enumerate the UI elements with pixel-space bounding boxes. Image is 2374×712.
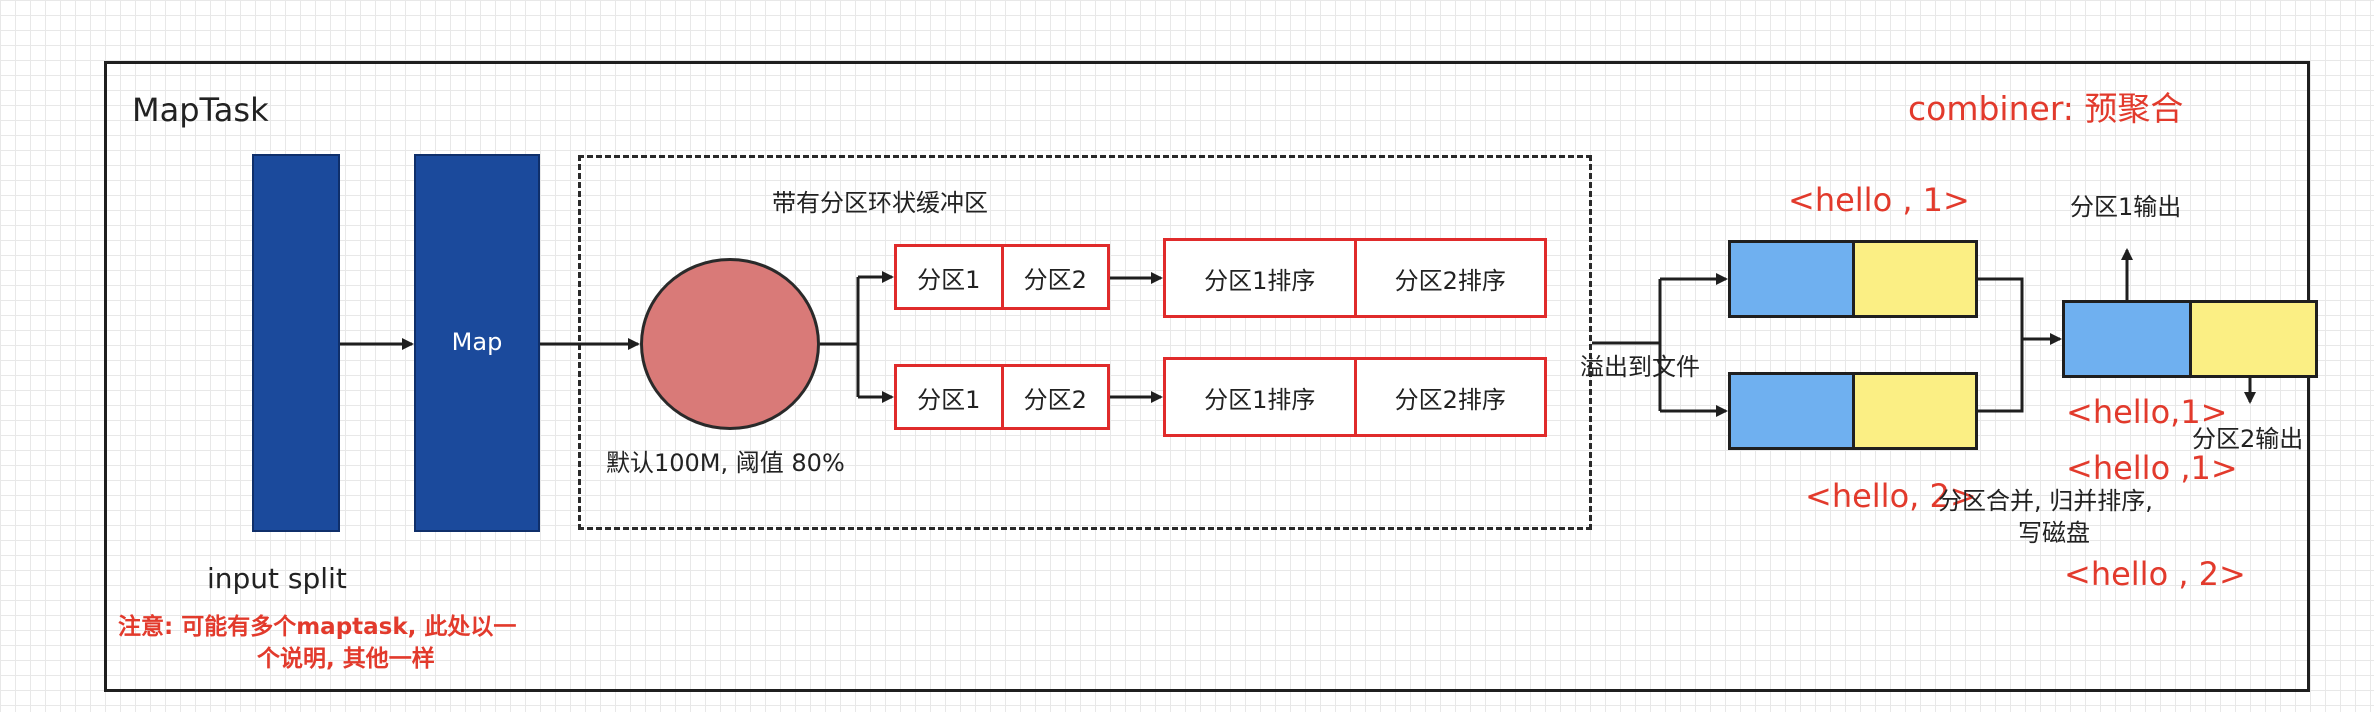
- spill-file-1-partition2: [1851, 243, 1975, 315]
- spill-file-2-partition2: [1851, 375, 1975, 447]
- merge-bracket: [1978, 277, 2024, 413]
- sorted-box-row1: 分区1排序 分区2排序: [1163, 238, 1547, 318]
- merged-output-file: [2062, 300, 2318, 378]
- partition2-sort-cell: 分区2排序: [1353, 241, 1545, 315]
- partition1-cell: 分区1: [917, 265, 981, 294]
- maptask-title: MapTask: [132, 91, 269, 129]
- partition2-cell: 分区2: [1000, 247, 1108, 307]
- hello-2-bottom: <hello, 2>: [1805, 477, 1977, 515]
- output-partition1-label: 分区1输出: [2070, 193, 2182, 221]
- spill-file-2-partition1: [1731, 375, 1852, 447]
- spill-to-file-label: 溢出到文件: [1580, 353, 1700, 381]
- spill-file-2: [1728, 372, 1978, 450]
- partition1-cell: 分区1: [917, 385, 981, 414]
- partition1-sort-cell: 分区1排序: [1204, 266, 1316, 295]
- map-label: Map: [451, 328, 503, 357]
- partition2-sort-cell: 分区2排序: [1353, 360, 1545, 434]
- ring-buffer-label: 带有分区环状缓冲区: [772, 189, 988, 217]
- hello-2-final: <hello , 2>: [2064, 555, 2246, 593]
- input-split-label: input split: [207, 562, 347, 595]
- merge-label-line1: 分区合并, 归并排序,: [1938, 487, 2153, 515]
- combiner-label: combiner: 预聚合: [1908, 89, 2184, 128]
- output-partition2-label: 分区2输出: [2192, 425, 2304, 453]
- merged-partition2: [2188, 303, 2315, 375]
- note-line-2: 个说明, 其他一样: [257, 646, 435, 672]
- partition-box-row2: 分区1 分区2: [894, 364, 1110, 430]
- default-size-label: 默认100M, 阈值 80%: [606, 449, 845, 477]
- hello-1-b: <hello ,1>: [2066, 449, 2238, 487]
- map-bar: Map: [414, 154, 540, 532]
- sorted-box-row2: 分区1排序 分区2排序: [1163, 357, 1547, 437]
- partition-box-row1: 分区1 分区2: [894, 244, 1110, 310]
- partition1-sort-cell: 分区1排序: [1204, 385, 1316, 414]
- ring-buffer-circle: [640, 258, 820, 430]
- spill-file-1-partition1: [1731, 243, 1852, 315]
- hello-1-top: <hello , 1>: [1788, 181, 1970, 219]
- spill-file-1: [1728, 240, 1978, 318]
- partition2-cell: 分区2: [1000, 367, 1108, 427]
- merge-label-line2: 写磁盘: [2018, 519, 2090, 547]
- hello-1-a: <hello,1>: [2066, 393, 2228, 431]
- input-split-bar: [252, 154, 340, 532]
- merged-partition1: [2065, 303, 2189, 375]
- note-line-1: 注意: 可能有多个maptask, 此处以一: [118, 614, 517, 640]
